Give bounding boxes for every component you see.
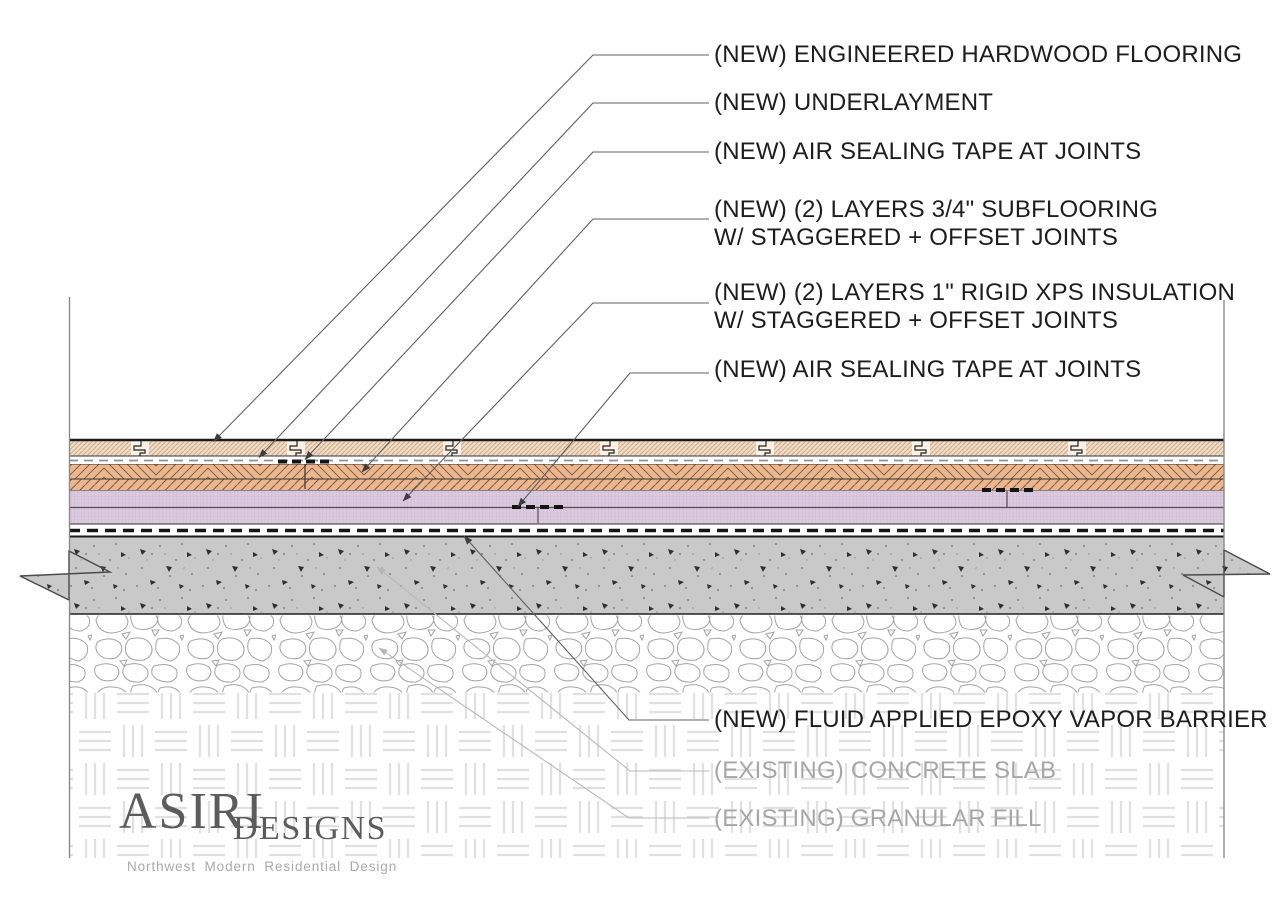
callout-concrete-slab: (EXISTING) CONCRETE SLAB bbox=[714, 757, 1056, 784]
slab-break-symbol-right bbox=[1182, 548, 1271, 599]
leader-lines bbox=[213, 54, 709, 819]
leader-vapor-barrier bbox=[463, 535, 709, 721]
leader-granular-fill bbox=[378, 647, 709, 819]
callout-xps-insulation-line2: W/ STAGGERED + OFFSET JOINTS bbox=[714, 307, 1118, 334]
leader-insulation bbox=[402, 302, 709, 502]
leader-underlayment bbox=[258, 102, 709, 458]
hardwood-flooring-layer bbox=[69, 440, 1224, 456]
callout-xps-insulation-line1: (NEW) (2) LAYERS 1" RIGID XPS INSULATION bbox=[714, 279, 1235, 306]
callout-subflooring-line1: (NEW) (2) LAYERS 3/4" SUBFLOORING bbox=[714, 196, 1158, 223]
granular-fill-layer bbox=[69, 615, 1224, 693]
asiri-designs-logo: ASIRI DESIGNS Northwest Modern Residenti… bbox=[119, 783, 397, 874]
callout-vapor-barrier: (NEW) FLUID APPLIED EPOXY VAPOR BARRIER bbox=[714, 706, 1268, 733]
callout-underlayment: (NEW) UNDERLAYMENT bbox=[714, 89, 993, 116]
hardwood-joint-symbols bbox=[131, 440, 1086, 456]
callout-granular-fill: (EXISTING) GRANULAR FILL bbox=[714, 805, 1042, 832]
callout-air-sealing-tape-upper: (NEW) AIR SEALING TAPE AT JOINTS bbox=[714, 138, 1141, 165]
leader-subfloor bbox=[361, 218, 709, 473]
leader-tape-upper bbox=[304, 151, 709, 460]
callout-labels: (NEW) ENGINEERED HARDWOOD FLOORING (NEW)… bbox=[714, 41, 1268, 832]
leader-tape-lower bbox=[517, 372, 709, 507]
leader-concrete-slab bbox=[376, 566, 709, 772]
callout-subflooring-line2: W/ STAGGERED + OFFSET JOINTS bbox=[714, 224, 1118, 251]
logo-brand-primary: ASIRI bbox=[119, 783, 265, 840]
logo-brand-secondary: DESIGNS bbox=[233, 810, 387, 847]
callout-hardwood-flooring: (NEW) ENGINEERED HARDWOOD FLOORING bbox=[714, 41, 1242, 68]
air-sealing-tape-marks bbox=[278, 459, 1034, 509]
section-boundaries bbox=[68, 297, 1225, 858]
callout-air-sealing-tape-lower: (NEW) AIR SEALING TAPE AT JOINTS bbox=[714, 356, 1141, 383]
subfloor-layer-1 bbox=[69, 464, 1224, 479]
subfloor-layer-2 bbox=[69, 479, 1224, 490]
logo-tagline: Northwest Modern Residential Design bbox=[127, 859, 397, 874]
slab-break-symbol-left bbox=[19, 549, 113, 602]
leader-hardwood bbox=[213, 54, 709, 442]
concrete-slab-layer bbox=[69, 537, 1224, 614]
